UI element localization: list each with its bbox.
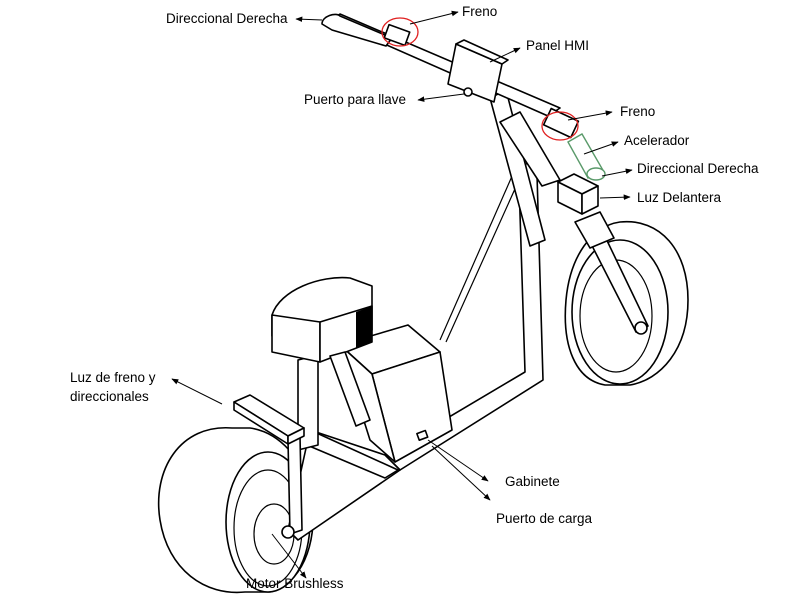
seat [271,276,373,427]
label-acelerador: Acelerador [624,133,690,148]
key-port-icon [463,87,473,97]
rear-light [233,394,305,445]
brake-highlight-left [381,17,419,47]
charging-port-icon [416,429,429,441]
label-direccional-derecha-right: Direccional Derecha [637,161,759,176]
hmi-panel [447,39,509,103]
label-panel-hmi: Panel HMI [526,38,589,53]
label-luz-delantera: Luz Delantera [637,190,722,205]
label-freno-top: Freno [462,4,497,19]
frame [281,139,544,541]
label-gabinete: Gabinete [505,474,560,489]
front-light [557,173,599,215]
label-freno-right: Freno [620,104,655,119]
handlebar [321,13,606,181]
label-direccional-derecha-top: Direccional Derecha [166,11,288,26]
rear-wheel [157,427,314,594]
label-puerto-carga: Puerto de carga [496,511,593,526]
brake-highlight-right [541,111,579,141]
label-luz-freno-line1: Luz de freno y [70,370,156,385]
label-motor-brushless: Motor Brushless [246,576,344,591]
label-luz-freno-line2: direccionales [70,389,149,404]
steering-column [489,89,649,335]
label-puerto-llave: Puerto para llave [304,92,406,107]
leader-lines [171,10,633,579]
